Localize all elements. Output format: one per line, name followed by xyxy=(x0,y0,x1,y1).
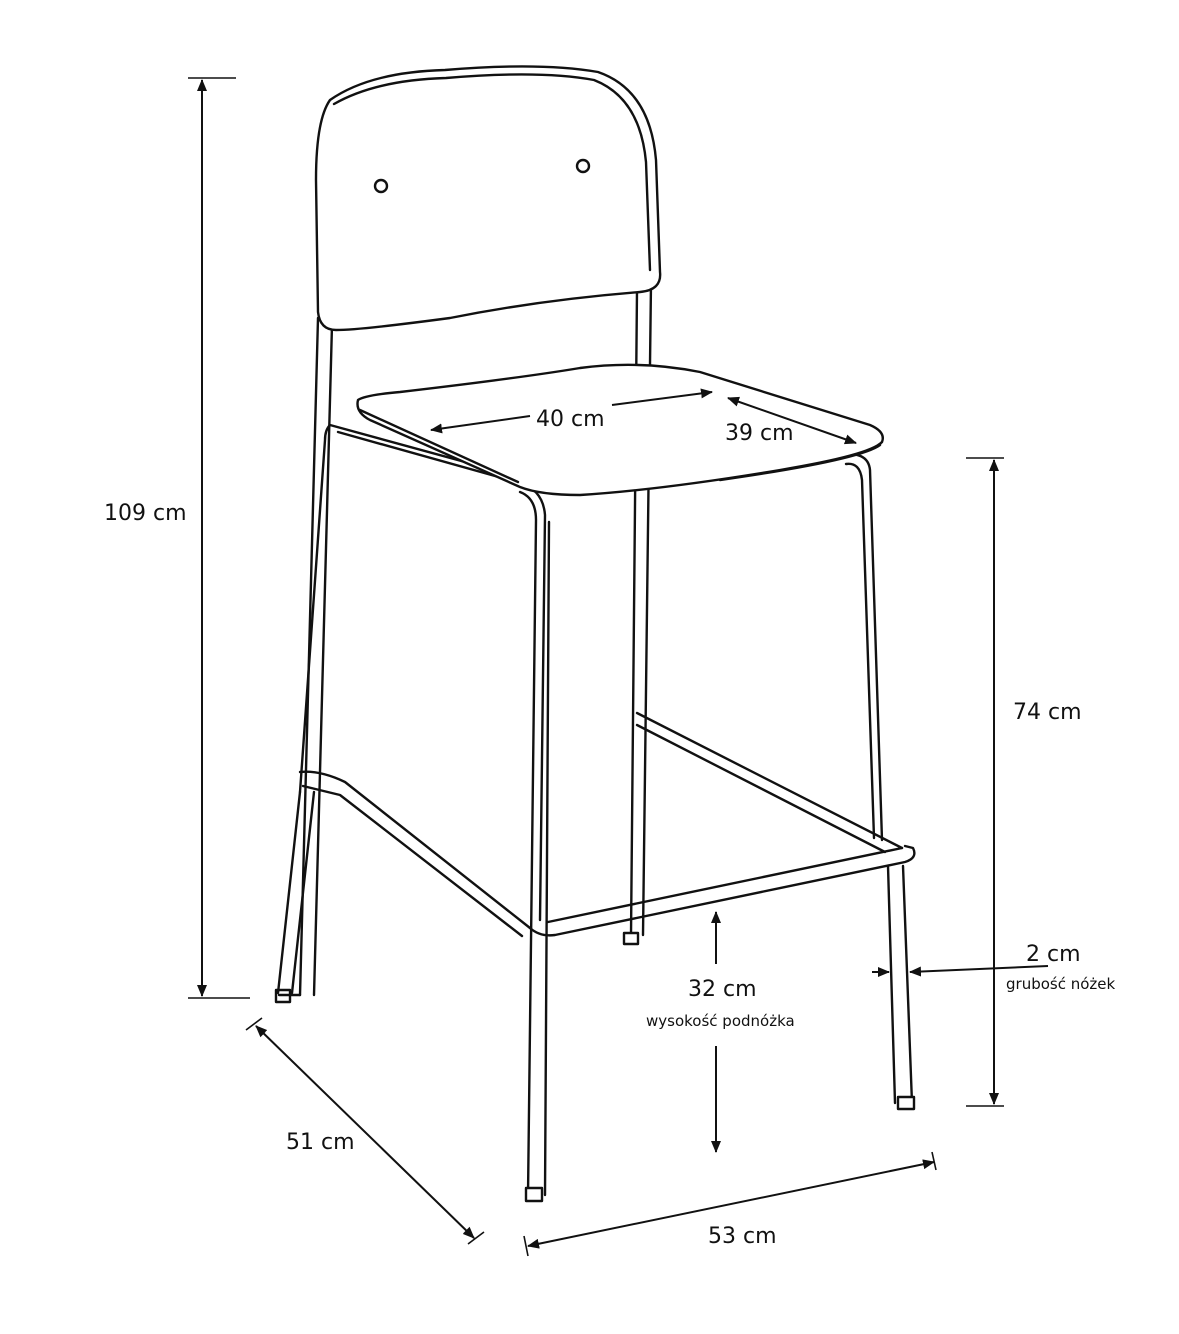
depth-label: 51 cm xyxy=(286,1130,355,1155)
backrest xyxy=(314,65,662,332)
seat-width-label: 40 cm xyxy=(536,407,605,432)
backrest-right-bolt xyxy=(575,158,591,174)
dim-total-height xyxy=(188,77,250,999)
total-height-label: 109 cm xyxy=(104,501,187,526)
dim-seat-width xyxy=(430,388,713,434)
seat-depth-label: 39 cm xyxy=(725,421,794,446)
dim-depth xyxy=(245,1017,485,1245)
leg-thickness-caption: grubość nóżek xyxy=(1006,975,1116,993)
backrest-left-bolt xyxy=(373,178,389,194)
leg-thickness-label: 2 cm xyxy=(1026,942,1081,967)
footrest-height-caption: wysokość podnóżka xyxy=(646,1012,795,1030)
footrest-height-label: 32 cm xyxy=(688,977,757,1002)
dim-leg-thickness xyxy=(872,965,1049,977)
dim-seat-depth xyxy=(727,396,857,445)
seat-height-label: 74 cm xyxy=(1013,700,1082,725)
dim-width xyxy=(523,1151,937,1257)
dim-seat-height xyxy=(966,457,1004,1107)
width-label: 53 cm xyxy=(708,1224,777,1249)
